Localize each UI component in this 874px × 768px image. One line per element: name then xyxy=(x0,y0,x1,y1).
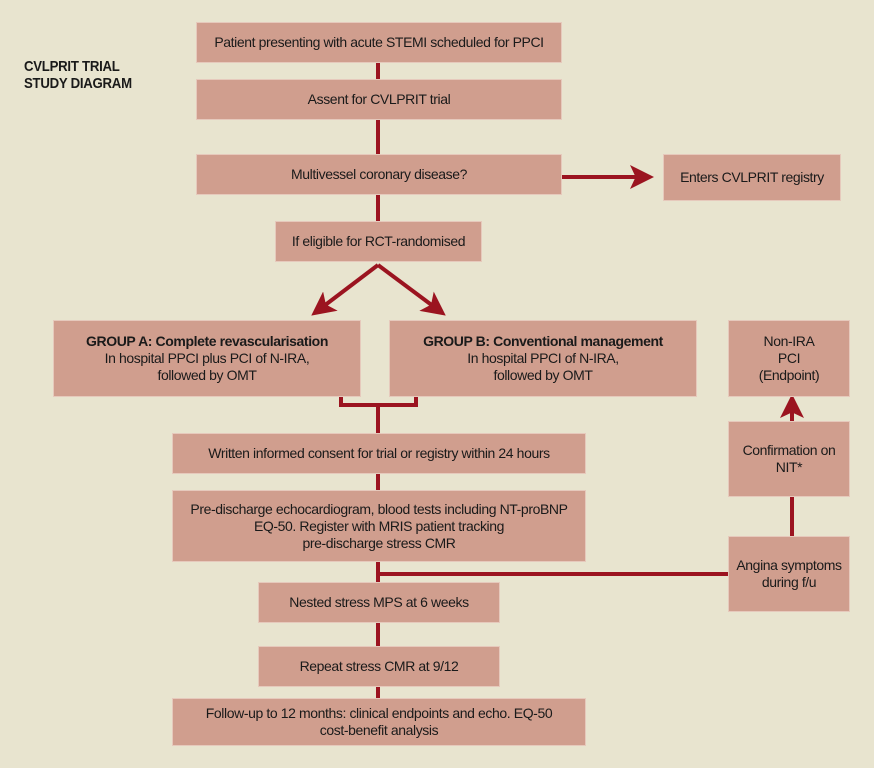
non-ira-pci-line-2: PCI xyxy=(777,350,801,366)
non-ira-pci-line-1: Non-IRA xyxy=(763,333,815,349)
angina-line-2: during f/u xyxy=(761,574,817,590)
arrow-eligible-to-group-a xyxy=(311,263,380,316)
node-consent-text: Written informed consent for trial or re… xyxy=(208,445,550,461)
group-a-heading: GROUP A: Complete revascularisation xyxy=(86,333,328,349)
node-multivessel-text: Multivessel coronary disease? xyxy=(291,166,467,182)
connector-groups-merge xyxy=(339,396,418,407)
node-eligible: If eligible for RCT-randomised xyxy=(275,221,482,262)
diagram-title-line-1: CVLPRIT TRIAL xyxy=(24,58,120,75)
group-b-line-2: followed by OMT xyxy=(493,367,593,383)
group-a-line-1: In hospital PPCI plus PCI of N-IRA, xyxy=(104,350,310,366)
node-group-a: GROUP A: Complete revascularisation In h… xyxy=(53,320,361,397)
pre-discharge-line-3: pre-discharge stress CMR xyxy=(302,534,456,551)
node-eligible-text: If eligible for RCT-randomised xyxy=(291,233,466,249)
node-patient-presenting-text: Patient presenting with acute STEMI sche… xyxy=(214,34,544,50)
node-follow-up: Follow-up to 12 months: clinical endpoin… xyxy=(172,698,586,746)
node-repeat-cmr: Repeat stress CMR at 9/12 xyxy=(258,646,500,687)
node-registry-text: Enters CVLPRIT registry xyxy=(680,169,824,185)
node-repeat-cmr-text: Repeat stress CMR at 9/12 xyxy=(299,658,459,674)
node-nested-mps: Nested stress MPS at 6 weeks xyxy=(258,582,500,623)
follow-up-line-1: Follow-up to 12 months: clinical endpoin… xyxy=(205,705,553,721)
group-b-heading: GROUP B: Conventional management xyxy=(423,333,663,349)
node-angina: Angina symptoms during f/u xyxy=(728,536,850,612)
node-confirmation-nit: Confirmation on NIT* xyxy=(728,421,850,497)
angina-line-1: Angina symptoms xyxy=(736,557,842,573)
pre-discharge-line-1: Pre-discharge echocardiogram, blood test… xyxy=(190,500,568,517)
non-ira-pci-line-3: (Endpoint) xyxy=(758,367,820,383)
node-multivessel: Multivessel coronary disease? xyxy=(196,154,562,195)
follow-up-line-2: cost-benefit analysis xyxy=(319,722,439,738)
node-registry: Enters CVLPRIT registry xyxy=(663,154,841,201)
pre-discharge-line-2: EQ-50. Register with MRIS patient tracki… xyxy=(253,517,505,534)
arrow-eligible-to-group-b xyxy=(376,263,446,316)
node-consent: Written informed consent for trial or re… xyxy=(172,433,586,474)
group-a-line-2: followed by OMT xyxy=(157,367,257,383)
node-pre-discharge: Pre-discharge echocardiogram, blood test… xyxy=(172,490,586,562)
node-assent-text: Assent for CVLPRIT trial xyxy=(307,91,451,107)
diagram-title-line-2: STUDY DIAGRAM xyxy=(24,75,132,92)
node-non-ira-pci: Non-IRA PCI (Endpoint) xyxy=(728,320,850,397)
node-group-b: GROUP B: Conventional management In hosp… xyxy=(389,320,697,397)
node-assent: Assent for CVLPRIT trial xyxy=(196,79,562,120)
confirmation-nit-line-2: NIT* xyxy=(775,459,803,475)
confirmation-nit-line-1: Confirmation on xyxy=(742,442,836,458)
diagram-title: CVLPRIT TRIAL STUDY DIAGRAM xyxy=(24,58,132,92)
group-b-line-1: In hospital PPCI of N-IRA, xyxy=(467,350,619,366)
node-nested-mps-text: Nested stress MPS at 6 weeks xyxy=(289,594,469,610)
node-patient-presenting: Patient presenting with acute STEMI sche… xyxy=(196,22,562,63)
